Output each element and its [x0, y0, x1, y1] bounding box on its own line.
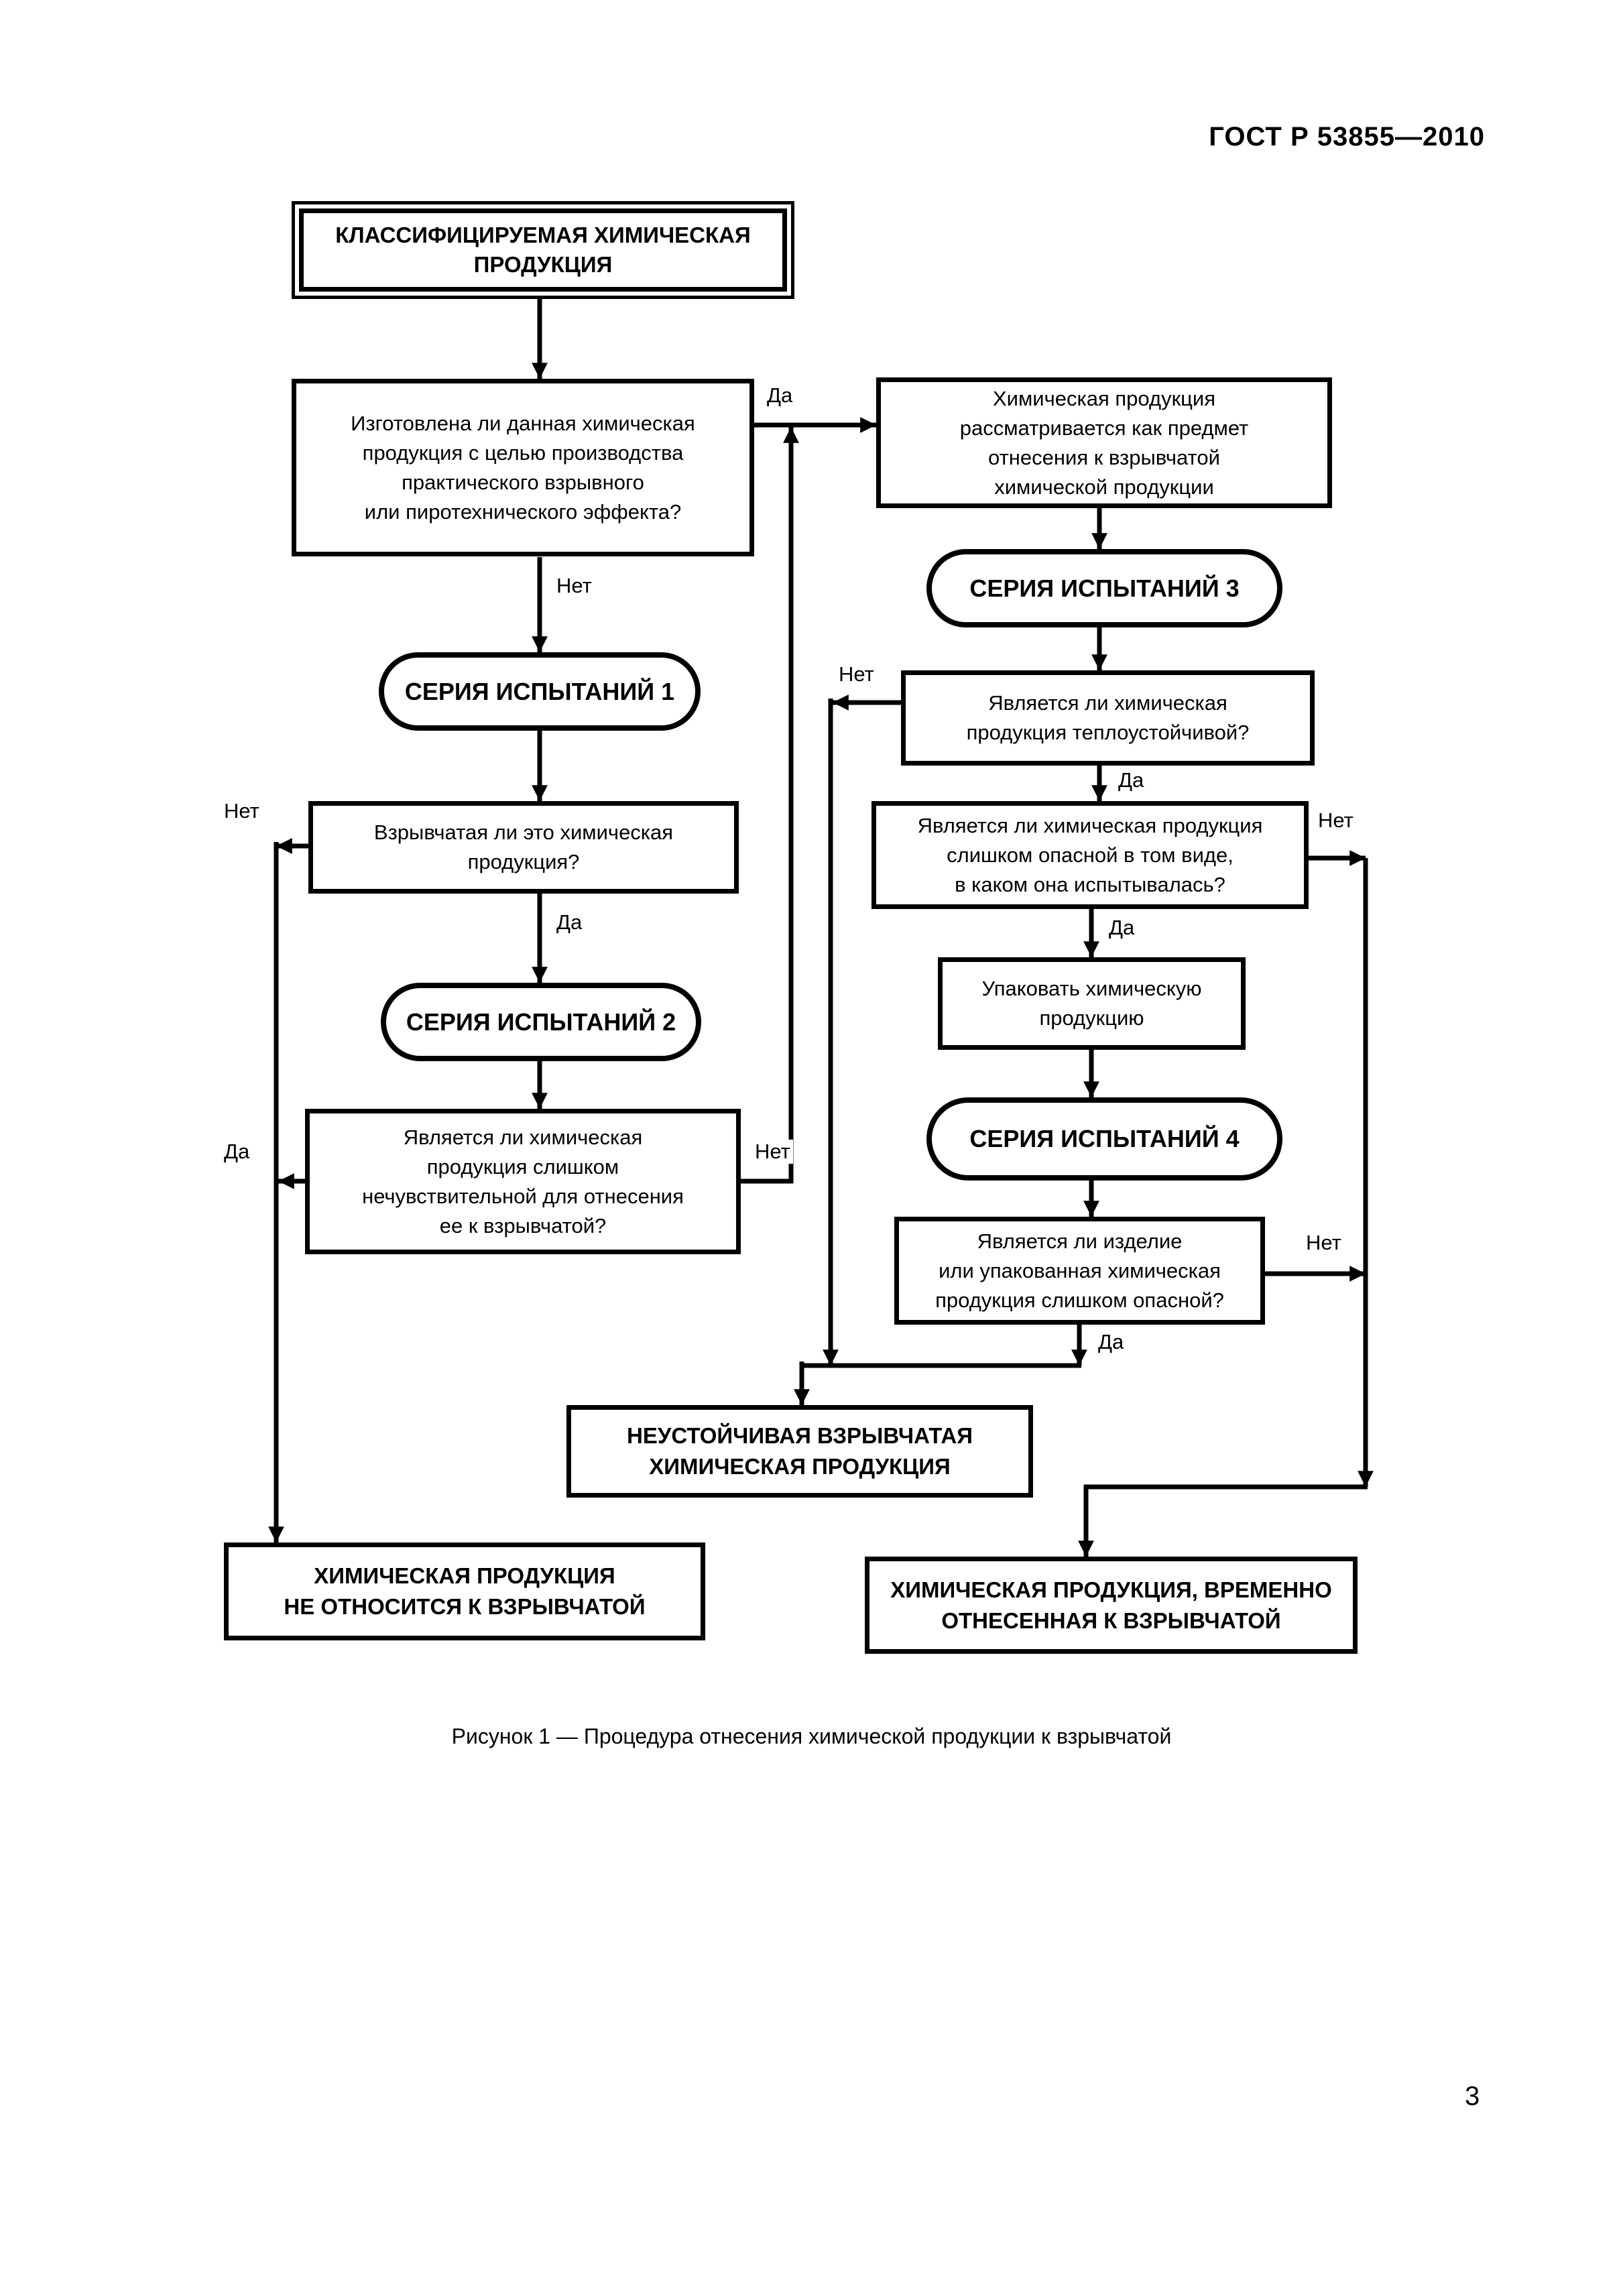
label-q6-yes: Да	[1095, 1330, 1127, 1354]
node-test-series-2: СЕРИЯ ИСПЫТАНИЙ 2	[381, 983, 701, 1061]
node-test-series-4: СЕРИЯ ИСПЫТАНИЙ 4	[926, 1097, 1282, 1181]
node-q-intended-effect: Изготовлена ли данная химическая продукц…	[292, 379, 754, 556]
node-start: КЛАССИФИЦИРУЕМАЯ ХИМИЧЕСКАЯ ПРОДУКЦИЯ	[292, 201, 794, 299]
node-pack-product: Упаковать химическую продукцию	[938, 957, 1246, 1050]
label-q1-no: Нет	[554, 574, 595, 598]
label-q3-no: Нет	[752, 1140, 793, 1164]
label-q5-no: Нет	[1315, 808, 1356, 833]
node-q-thermally-stable: Является ли химическая продукция теплоус…	[901, 670, 1315, 766]
label-q6-no: Нет	[1303, 1231, 1344, 1255]
node-test-series-1: СЕРИЯ ИСПЫТАНИЙ 1	[379, 652, 701, 731]
label-q1-yes: Да	[764, 383, 796, 408]
label-q2-yes: Да	[554, 910, 585, 934]
label-q2-no: Нет	[221, 799, 262, 823]
node-candidate-explosive: Химическая продукция рассматривается как…	[876, 377, 1332, 508]
node-unstable-explosive: НЕУСТОЙЧИВАЯ ВЗРЫВЧАТАЯ ХИМИЧЕСКАЯ ПРОДУ…	[566, 1405, 1033, 1498]
node-q-article-too-dangerous: Является ли изделие или упакованная хими…	[894, 1217, 1265, 1325]
node-temporarily-explosive: ХИМИЧЕСКАЯ ПРОДУКЦИЯ, ВРЕМЕННО ОТНЕСЕННА…	[865, 1557, 1358, 1654]
label-q3-yes: Да	[221, 1140, 253, 1164]
label-q4-yes: Да	[1116, 768, 1147, 792]
edge-q3-no-feedback-up	[741, 427, 799, 1184]
node-not-explosive: ХИМИЧЕСКАЯ ПРОДУКЦИЯ НЕ ОТНОСИТСЯ К ВЗРЫ…	[224, 1543, 705, 1640]
node-start-label: КЛАССИФИЦИРУЕМАЯ ХИМИЧЕСКАЯ ПРОДУКЦИЯ	[299, 208, 787, 292]
page-number: 3	[1465, 2081, 1480, 2111]
figure-caption: Рисунок 1 — Процедура отнесения химическ…	[451, 1724, 1172, 1748]
node-q-too-dangerous-as-tested: Является ли химическая продукция слишком…	[871, 801, 1309, 909]
node-test-series-3: СЕРИЯ ИСПЫТАНИЙ 3	[926, 549, 1282, 627]
node-q-too-insensitive: Является ли химическая продукция слишком…	[305, 1109, 741, 1254]
label-q5-yes: Да	[1106, 916, 1138, 940]
standard-header: ГОСТ Р 53855—2010	[1209, 122, 1485, 152]
node-q-is-explosive: Взрывчатая ли это химическая продукция?	[308, 801, 739, 894]
label-q4-no: Нет	[836, 662, 877, 686]
